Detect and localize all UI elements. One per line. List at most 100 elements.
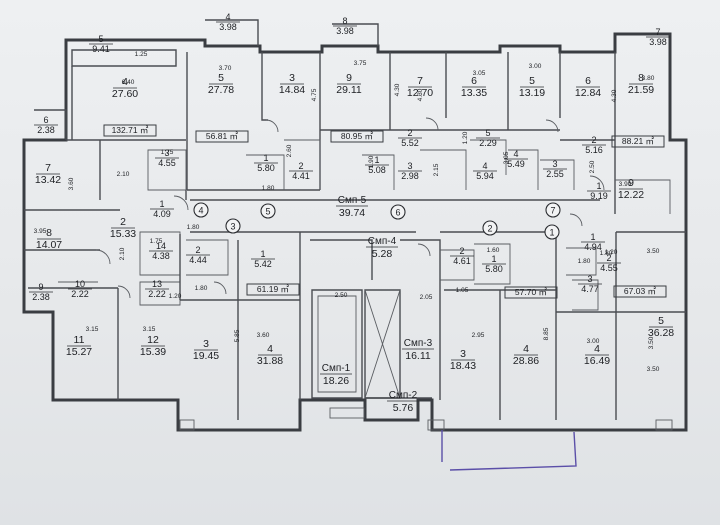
common-area-name: Cмп-5 (338, 195, 367, 206)
room-number: 2 (606, 253, 611, 263)
room-number: 4 (482, 161, 487, 171)
room-number: 6 (585, 75, 591, 87)
room-number: 1 (596, 181, 601, 191)
common-area-name: Cмп-2 (389, 390, 418, 401)
dimension-label: 5.85 (234, 329, 241, 342)
room-number: 13 (152, 279, 162, 289)
room-number: 7 (45, 162, 51, 174)
apartment-total-box (246, 283, 300, 296)
entrance-marker-circle (544, 224, 560, 240)
common-area-value: 18.26 (323, 375, 349, 387)
room-number: 8 (342, 16, 347, 26)
common-area-name: Cмп-1 (322, 363, 351, 374)
room-area: 4.61 (453, 256, 471, 266)
dimension-label: 1.80 (195, 285, 208, 292)
apartment-total-area: 132.71 ㎡ (112, 125, 149, 135)
dimension-label: 3.70 (219, 65, 232, 72)
dimension-label: 3.00 (587, 338, 600, 345)
room-number: 3 (552, 159, 557, 169)
entrance-marker-number: 3 (230, 222, 235, 232)
apartment-total-area: 80.95 ㎡ (341, 131, 374, 141)
room-area: 5.80 (485, 264, 503, 274)
room-area: 2.38 (37, 125, 55, 135)
dimension-label: 3.00 (529, 63, 542, 70)
dimension-label: 3.75 (354, 60, 367, 67)
room-area: 5.52 (401, 138, 419, 148)
dimension-label: 3.50 (647, 248, 660, 255)
room-number: 4 (267, 343, 273, 355)
room-number: 9 (38, 282, 43, 292)
room-area: 2.38 (32, 292, 50, 302)
dimension-label: 1.80 (600, 250, 613, 257)
dimension-label: 3.90 (619, 181, 632, 188)
room-area: 4.55 (600, 263, 618, 273)
walls (22, 19, 688, 432)
room-number: 4 (122, 76, 128, 88)
room-area: 13.42 (35, 174, 61, 186)
room-area: 12.84 (575, 87, 601, 99)
dimension-label: 1.75 (150, 238, 163, 245)
apartment-total-box (330, 130, 384, 143)
dimension-label: 4.30 (611, 89, 618, 102)
room-number: 4 (594, 343, 600, 355)
room-number: 12 (147, 334, 159, 346)
dimension-label: 1.60 (487, 247, 500, 254)
room-number: 5 (485, 128, 490, 138)
dimension-label: 1.20 (462, 131, 469, 144)
dimension-label: 1.80 (262, 185, 275, 192)
room-area: 4.94 (584, 242, 602, 252)
room-area: 3.98 (219, 22, 237, 32)
room-number: 8 (46, 227, 52, 239)
room-area: 5.94 (476, 171, 494, 181)
dimension-label: 8.85 (543, 327, 550, 340)
room-number: 2 (195, 245, 200, 255)
room-number: 7 (655, 27, 660, 37)
room-number: 9 (346, 72, 352, 84)
entrance-marker-circle (260, 203, 276, 219)
dimension-label: 3.95 (34, 228, 47, 235)
common-area-name: Cмп-3 (404, 338, 433, 349)
room-area: 14.07 (36, 239, 62, 251)
entrance-marker-number: 6 (395, 208, 400, 218)
room-area: 16.49 (584, 355, 610, 367)
dimension-label: 3.50 (648, 336, 655, 349)
room-area: 18.43 (450, 360, 476, 372)
dimension-label: 1.20 (169, 293, 182, 300)
dimension-label: 4.75 (311, 88, 318, 101)
entrance-marker-circle (225, 218, 241, 234)
room-area: 2.22 (148, 289, 166, 299)
apartment-total-area: 57.70 ㎡ (515, 287, 548, 297)
apartment-total-box (195, 130, 249, 143)
room-area: 5.80 (257, 163, 275, 173)
room-area: 2.55 (546, 169, 564, 179)
room-number: 7 (417, 75, 423, 87)
apartment-total-box (103, 124, 157, 137)
dimension-label: 3.15 (143, 326, 156, 333)
room-area: 15.39 (140, 346, 166, 358)
dimension-label: 6.40 (122, 79, 135, 86)
room-area: 5.42 (254, 259, 272, 269)
room-number: 6 (43, 115, 48, 125)
room-area: 19.45 (193, 350, 219, 362)
dimension-label: 2.15 (433, 163, 440, 176)
room-area: 4.38 (152, 251, 170, 261)
dimension-label: 4.30 (394, 83, 401, 96)
dimension-label: 2.95 (472, 332, 485, 339)
dimension-label: 1.05 (456, 287, 469, 294)
room-area: 29.11 (336, 84, 362, 96)
room-number: 3 (460, 348, 466, 360)
room-area: 13.19 (519, 87, 545, 99)
room-number: 1 (159, 199, 164, 209)
room-area: 28.86 (513, 355, 539, 367)
common-area-value: 5.76 (393, 402, 414, 414)
dimension-label: 2.60 (286, 144, 293, 157)
room-number: 3 (203, 338, 209, 350)
room-number: 14 (156, 241, 166, 251)
room-number: 2 (591, 135, 596, 145)
entrance-marker-circle (193, 202, 209, 218)
room-number: 3 (289, 72, 295, 84)
